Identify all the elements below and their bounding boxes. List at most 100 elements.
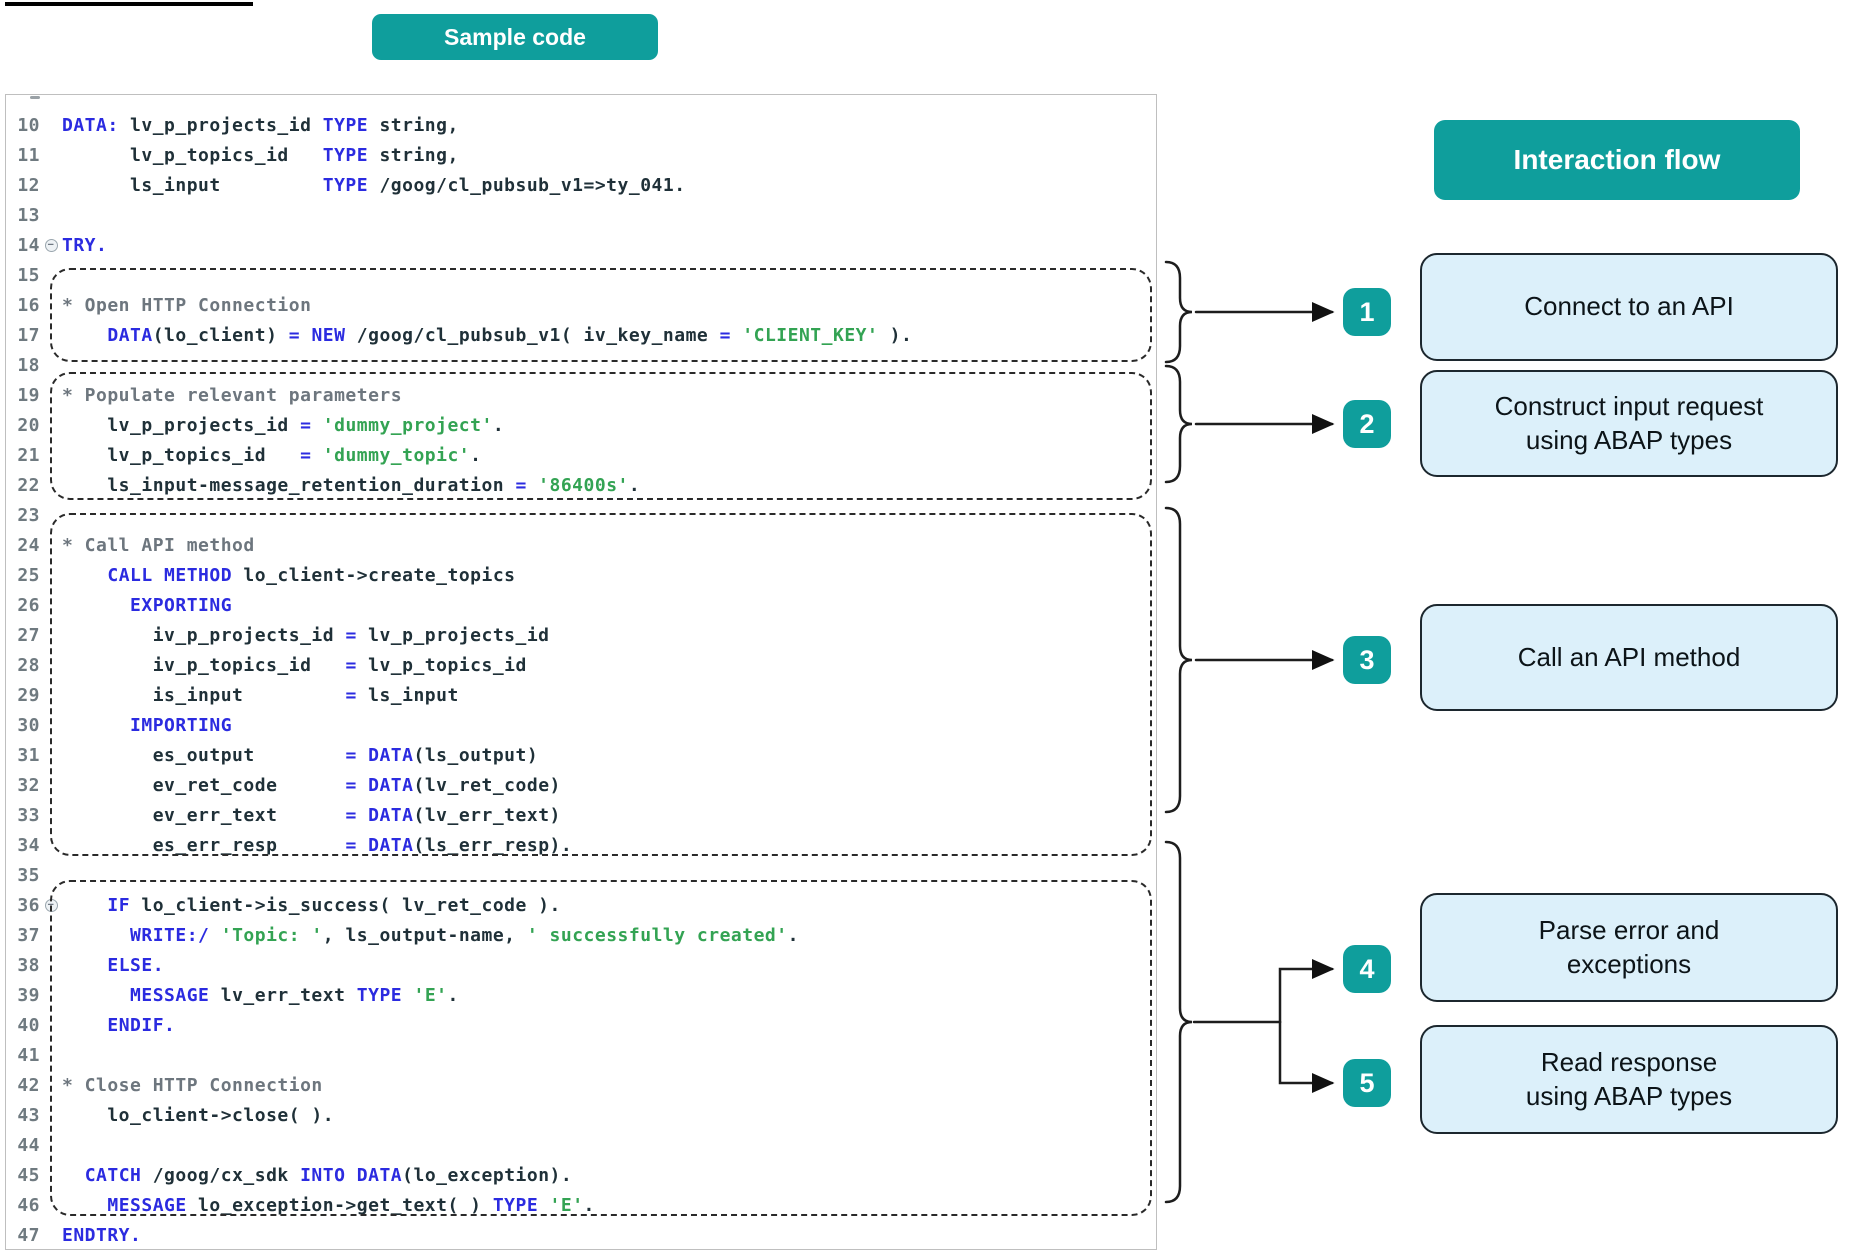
line-number: 11 <box>17 144 40 166</box>
line-number: 43 <box>17 1104 40 1126</box>
line-number: 14 <box>17 234 40 256</box>
line-number: 25 <box>17 564 40 586</box>
code-text: * Call API method <box>62 534 255 556</box>
collapse-minus-icon[interactable]: − <box>44 238 58 252</box>
step-number-badge-1: 1 <box>1343 288 1391 336</box>
code-line: 32 ev_ret_code = DATA(lv_ret_code) <box>10 770 561 800</box>
code-editor-panel <box>5 94 1157 1250</box>
code-text: ls_input-message_retention_duration = '8… <box>62 474 641 496</box>
line-number: 41 <box>17 1044 40 1066</box>
code-line: 30 IMPORTING <box>10 710 232 740</box>
code-line: 17 DATA(lo_client) = NEW /goog/cl_pubsub… <box>10 320 912 350</box>
code-text: ls_input TYPE /goog/cl_pubsub_v1=>ty_041… <box>62 174 686 196</box>
line-number: 19 <box>17 384 40 406</box>
code-line: 18 <box>10 350 62 380</box>
code-line: 28 iv_p_topics_id = lv_p_topics_id <box>10 650 527 680</box>
flow-step-box-1: Connect to an API <box>1420 253 1838 361</box>
code-line: 27 iv_p_projects_id = lv_p_projects_id <box>10 620 550 650</box>
code-line: 25 CALL METHOD lo_client->create_topics <box>10 560 516 590</box>
code-text: EXPORTING <box>130 594 233 616</box>
line-number: 16 <box>17 294 40 316</box>
code-line: 39 MESSAGE lv_err_text TYPE 'E'. <box>10 980 459 1010</box>
line-number: 23 <box>17 504 40 526</box>
brace-section-3 <box>1164 506 1193 814</box>
line-number: 27 <box>17 624 40 646</box>
brace-section-4 <box>1164 840 1193 1204</box>
code-text: es_output = DATA(ls_output) <box>62 744 539 766</box>
line-number: 13 <box>17 204 40 226</box>
code-text: lv_p_topics_id TYPE string, <box>62 144 459 166</box>
code-line: 44 <box>10 1130 62 1160</box>
code-text: DATA: lv_p_projects_id TYPE string, <box>62 114 459 136</box>
code-text: ev_ret_code = DATA(lv_ret_code) <box>62 774 561 796</box>
code-line: 13 <box>10 200 62 230</box>
fold-slot: − <box>40 898 62 912</box>
line-number: 37 <box>17 924 40 946</box>
line-number: 29 <box>17 684 40 706</box>
line-number: 26 <box>17 594 40 616</box>
code-text: WRITE:/ 'Topic: ', ls_output-name, ' suc… <box>130 924 799 946</box>
code-line: 33 ev_err_text = DATA(lv_err_text) <box>10 800 561 830</box>
line-number: 34 <box>17 834 40 856</box>
code-text: es_err_resp = DATA(ls_err_resp). <box>62 834 573 856</box>
line-number: 32 <box>17 774 40 796</box>
line-number: 39 <box>17 984 40 1006</box>
flow-step-box-4: Parse error and exceptions <box>1420 893 1838 1002</box>
code-line: 31 es_output = DATA(ls_output) <box>10 740 538 770</box>
code-text: lo_client->close( ). <box>62 1104 335 1126</box>
line-number: 38 <box>17 954 40 976</box>
code-text: lv_p_topics_id = 'dummy_topic'. <box>62 444 482 466</box>
interaction-flow-title: Interaction flow <box>1434 120 1800 200</box>
brace-section-2 <box>1164 364 1193 484</box>
code-line: 14−TRY. <box>10 230 107 260</box>
step-number-badge-5: 5 <box>1343 1059 1391 1107</box>
line-number: 18 <box>17 354 40 376</box>
line-number: 40 <box>17 1014 40 1036</box>
flow-step-box-2: Construct input request using ABAP types <box>1420 370 1838 477</box>
line-number: 44 <box>17 1134 40 1156</box>
line-number: 45 <box>17 1164 40 1186</box>
arrow-step-4 <box>1278 959 1335 1024</box>
code-text: ENDTRY. <box>62 1224 142 1246</box>
code-line: 12 ls_input TYPE /goog/cl_pubsub_v1=>ty_… <box>10 170 686 200</box>
line-number: 22 <box>17 474 40 496</box>
code-line: 46 MESSAGE lo_exception->get_text( ) TYP… <box>10 1190 595 1220</box>
code-line: 22 ls_input-message_retention_duration =… <box>10 470 640 500</box>
code-text: MESSAGE lo_exception->get_text( ) TYPE '… <box>107 1194 595 1216</box>
step-number-badge-2: 2 <box>1343 400 1391 448</box>
line-number: 36 <box>17 894 40 916</box>
code-text: TRY. <box>62 234 108 256</box>
flow-step-box-3: Call an API method <box>1420 604 1838 711</box>
code-line: 24 * Call API method <box>10 530 255 560</box>
line-number: 47 <box>17 1224 40 1246</box>
line-number: 15 <box>17 264 40 286</box>
code-text: * Open HTTP Connection <box>62 294 312 316</box>
arrow-step-5 <box>1278 1020 1335 1093</box>
step-number-badge-4: 4 <box>1343 945 1391 993</box>
code-line: 47 ENDTRY. <box>10 1220 141 1250</box>
code-line: 37 WRITE:/ 'Topic: ', ls_output-name, ' … <box>10 920 799 950</box>
code-text: iv_p_topics_id = lv_p_topics_id <box>62 654 527 676</box>
code-text: IF lo_client->is_success( lv_ret_code ). <box>107 894 561 916</box>
step-number-badge-3: 3 <box>1343 636 1391 684</box>
code-line: 19 * Populate relevant parameters <box>10 380 402 410</box>
code-line: 36− IF lo_client->is_success( lv_ret_cod… <box>10 890 561 920</box>
code-line: 23 <box>10 500 62 530</box>
code-line: 38 ELSE. <box>10 950 164 980</box>
code-text: * Populate relevant parameters <box>62 384 403 406</box>
code-line: 29 is_input = ls_input <box>10 680 459 710</box>
collapse-minus-icon[interactable]: − <box>44 898 58 912</box>
code-line: 15 <box>10 260 62 290</box>
fold-slot: − <box>40 238 62 252</box>
line-number: 24 <box>17 534 40 556</box>
line-number: 30 <box>17 714 40 736</box>
line-number: 21 <box>17 444 40 466</box>
code-line: 41 <box>10 1040 62 1070</box>
code-line: 11 lv_p_topics_id TYPE string, <box>10 140 459 170</box>
code-line: 26 EXPORTING <box>10 590 232 620</box>
line-number: 33 <box>17 804 40 826</box>
clipped-line-artifact <box>30 96 40 99</box>
code-text: is_input = ls_input <box>62 684 459 706</box>
